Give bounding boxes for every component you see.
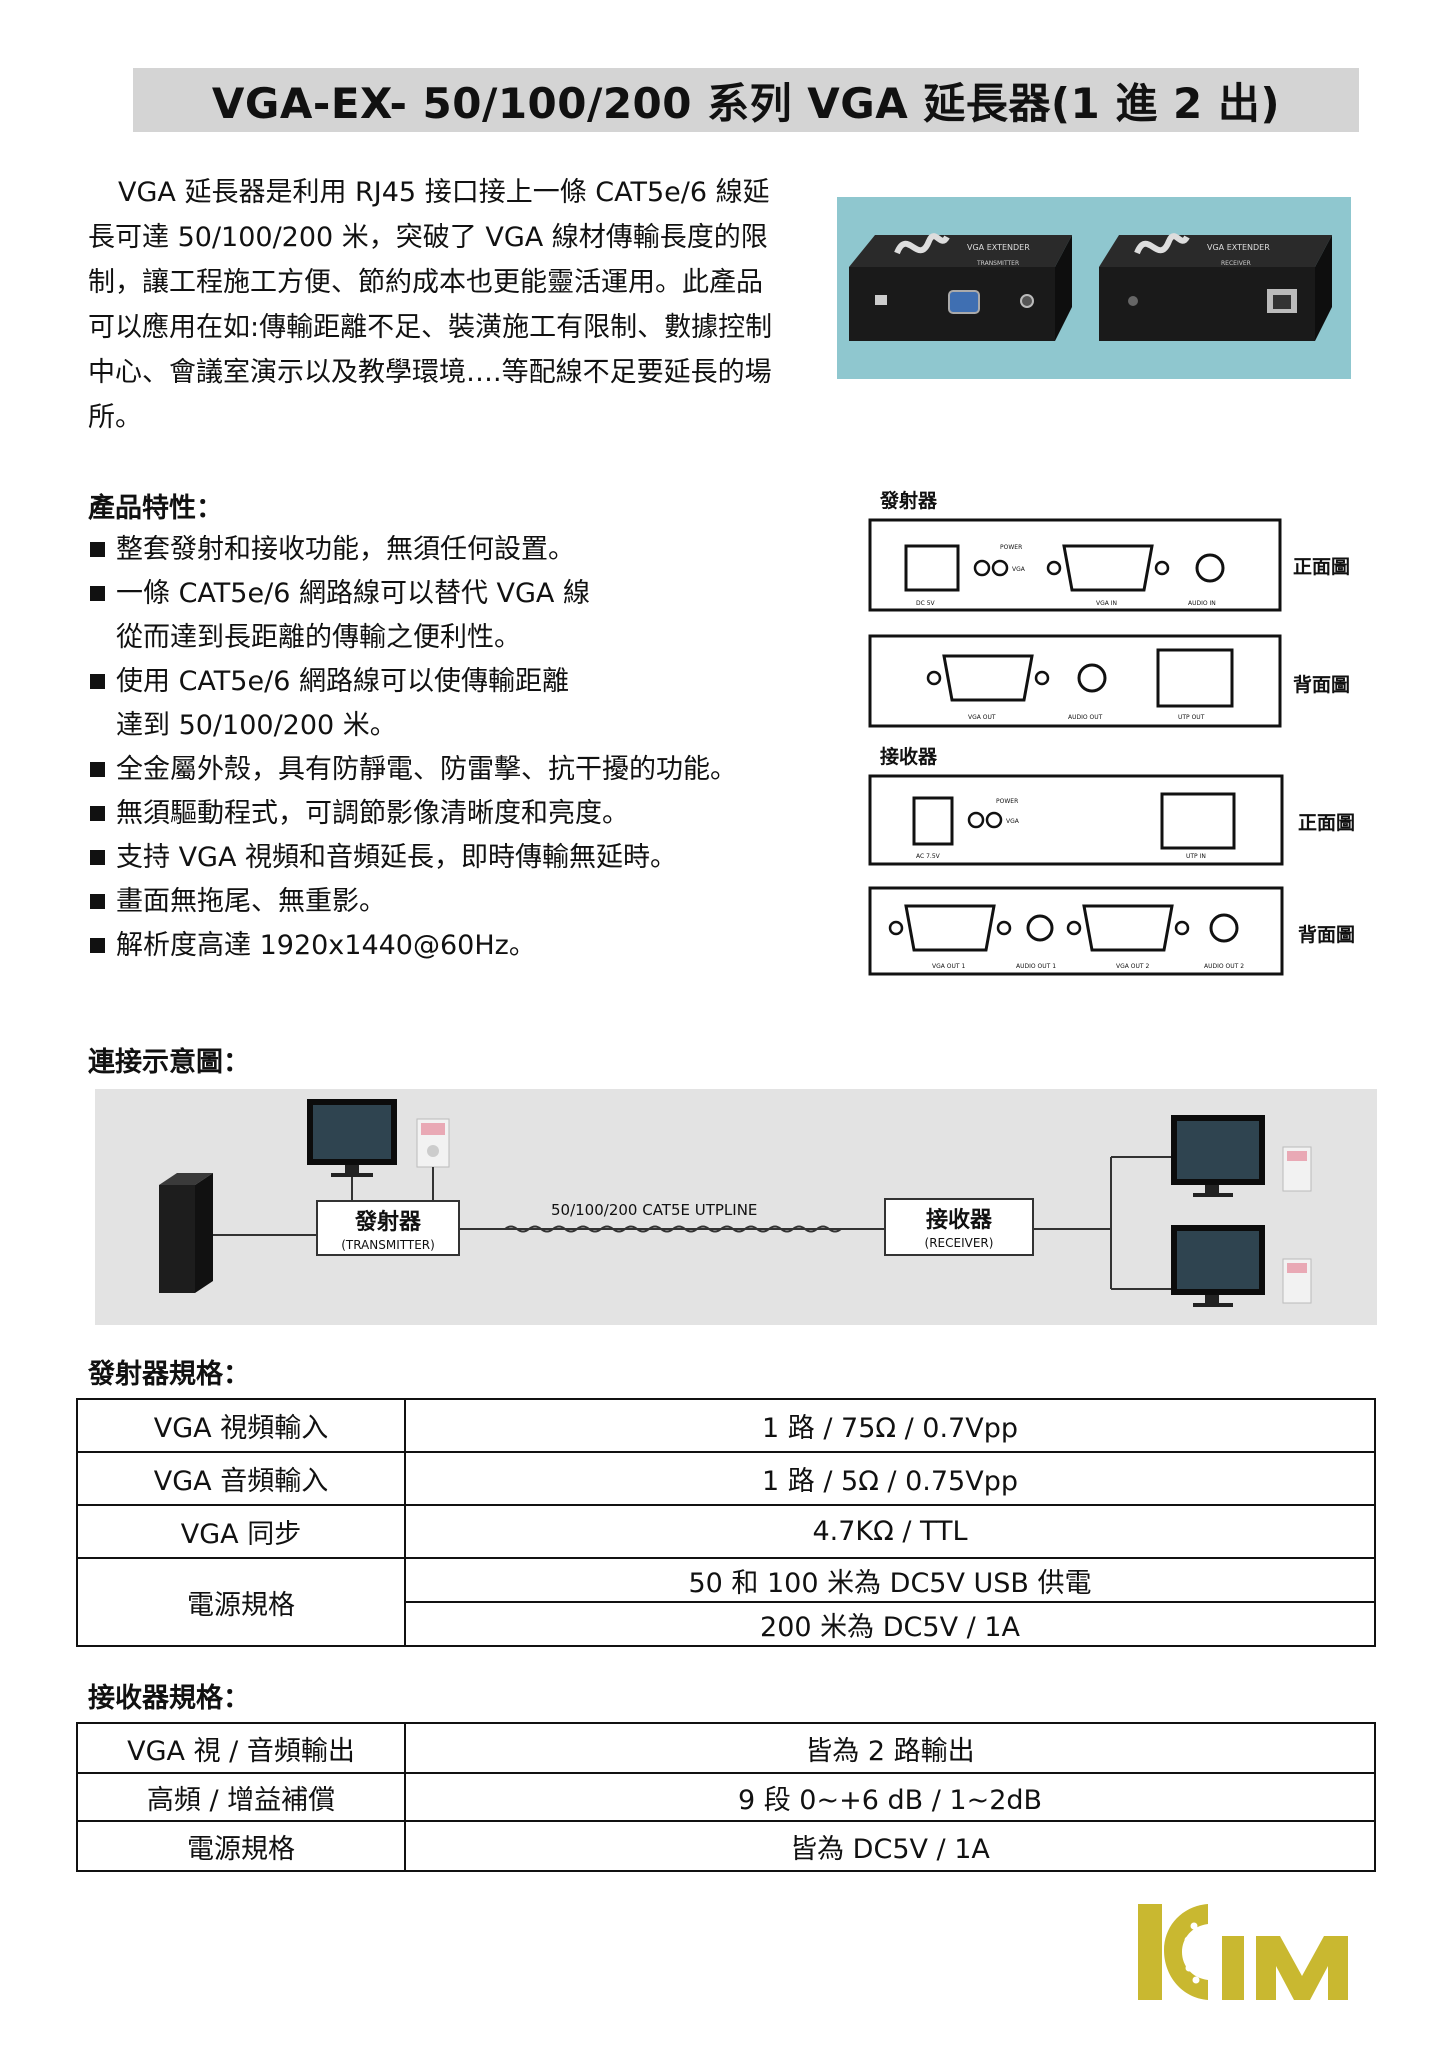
transmitter-sub-label: (TRANSMITTER) xyxy=(341,1238,435,1252)
unit2-label: VGA EXTENDER xyxy=(1207,243,1270,252)
ac-label: AC 7.5V xyxy=(916,853,941,860)
audio-port-icon xyxy=(1077,663,1107,693)
rx-back-view-label: 背面圖 xyxy=(1298,924,1356,946)
list-item: 解析度高達 1920x1440@60Hz。 xyxy=(88,924,828,968)
intro-paragraph: VGA 延長器是利用 RJ45 接口接上一條 CAT5e/6 線延長可達 50/… xyxy=(88,177,773,433)
rx-spec-heading: 接收器規格： xyxy=(88,1683,250,1714)
audio-out1-label: AUDIO OUT 1 xyxy=(1016,963,1056,970)
tx-back-view-label: 背面圖 xyxy=(1293,674,1351,696)
title-bar: VGA-EX- 50/100/200 系列 VGA 延長器(1 進 2 出) xyxy=(133,68,1359,132)
product-photo-drawing: VGA EXTENDER TRANSMITTER VGA EXTENDER RE… xyxy=(849,233,1332,341)
list-item: 整套發射和接收功能，無須任何設置。 xyxy=(88,528,828,572)
table-row: VGA 視 / 音頻輸出皆為 2 路輸出 xyxy=(76,1722,1376,1774)
utp-port-icon xyxy=(1160,792,1236,850)
list-item: 無須驅動程式，可調節影像清晰度和亮度。 xyxy=(88,792,828,836)
audio-port-icon xyxy=(1195,553,1225,583)
receiver-sub-label: (RECEIVER) xyxy=(925,1236,994,1250)
rx-front-panel xyxy=(868,774,1284,866)
power-label: POWER xyxy=(996,798,1018,805)
audio-port-icon xyxy=(1209,913,1239,943)
tx-back-panel xyxy=(868,634,1282,728)
vga-port-icon xyxy=(942,654,1034,702)
list-item: 畫面無拖尾、無重影。 xyxy=(88,880,828,924)
power-label: POWER xyxy=(1000,544,1022,551)
vga-in-label: VGA IN xyxy=(1096,600,1117,607)
led-icon xyxy=(991,559,1009,577)
dc-port-icon xyxy=(904,544,960,592)
vga-out1-label: VGA OUT 1 xyxy=(932,963,965,970)
vga-port-icon xyxy=(904,904,996,952)
audio-port-icon xyxy=(1026,914,1054,942)
table-row: 200 米為 DC5V / 1A xyxy=(77,1601,1376,1647)
cable-label: 50/100/200 CAT5E UTPLINE xyxy=(551,1201,757,1219)
utp-port-icon xyxy=(1156,648,1234,708)
kim-logo-graphic xyxy=(1138,1904,1348,2000)
tx-front-panel xyxy=(868,518,1282,612)
vga-out-label: VGA OUT xyxy=(968,714,996,721)
pc-icon xyxy=(159,1185,195,1293)
dc-label: DC 5V xyxy=(916,600,936,607)
led-icon xyxy=(967,811,985,829)
connection-heading: 連接示意圖： xyxy=(88,1047,250,1078)
vga-port-icon xyxy=(1062,544,1154,592)
features-heading: 產品特性： xyxy=(88,493,223,524)
tx-front-view-label: 正面圖 xyxy=(1293,556,1351,578)
transmitter-label: 發射器 xyxy=(354,1209,422,1235)
rx-front-view-label: 正面圖 xyxy=(1298,812,1356,834)
kim-logo xyxy=(1134,1896,1374,2006)
audio-in-label: AUDIO IN xyxy=(1188,600,1216,607)
list-item: 支持 VGA 視頻和音頻延長，即時傳輸無延時。 xyxy=(88,836,828,880)
audio-out2-label: AUDIO OUT 2 xyxy=(1204,963,1244,970)
unit1-label: VGA EXTENDER xyxy=(967,243,1030,252)
connection-diagram: 發射器 (TRANSMITTER) 50/100/200 CAT5E UTPLI… xyxy=(95,1089,1377,1325)
list-item: 使用 CAT5e/6 網路線可以使傳輸距離達到 50/100/200 米。 xyxy=(88,660,828,748)
product-photo: VGA EXTENDER TRANSMITTER VGA EXTENDER RE… xyxy=(837,197,1351,379)
tx-spec-heading: 發射器規格： xyxy=(88,1359,250,1390)
led-icon xyxy=(973,559,991,577)
receiver-box xyxy=(884,1198,1034,1256)
utp-in-label: UTP IN xyxy=(1186,853,1206,860)
features-list: 整套發射和接收功能，無須任何設置。 一條 CAT5e/6 網路線可以替代 VGA… xyxy=(88,528,828,968)
utp-out-label: UTP OUT xyxy=(1178,714,1205,721)
receiver-panel-label: 接收器 xyxy=(880,746,938,768)
list-item: 全金屬外殼，具有防靜電、防雷擊、抗干擾的功能。 xyxy=(88,748,828,792)
connection-diagram-drawing: 發射器 (TRANSMITTER) 50/100/200 CAT5E UTPLI… xyxy=(159,1099,1312,1307)
unit2-sub: RECEIVER xyxy=(1221,260,1251,267)
transmitter-panel-label: 發射器 xyxy=(880,490,938,512)
page-title: VGA-EX- 50/100/200 系列 VGA 延長器(1 進 2 出) xyxy=(211,78,1281,128)
panel-drawings: POWER VGA DC 5V VGA IN AUDIO IN VGA OUT … xyxy=(868,518,1284,976)
vga-port-icon xyxy=(1082,904,1174,952)
unit1-sub: TRANSMITTER xyxy=(976,260,1019,267)
dc-port-icon xyxy=(912,796,954,846)
vga-led-label: VGA xyxy=(1012,566,1026,573)
vga-led-label: VGA xyxy=(1006,818,1020,825)
vga-out2-label: VGA OUT 2 xyxy=(1116,963,1149,970)
intro-text: VGA 延長器是利用 RJ45 接口接上一條 CAT5e/6 線延長可達 50/… xyxy=(88,170,788,440)
audio-out-label: AUDIO OUT xyxy=(1068,714,1103,721)
receiver-label: 接收器 xyxy=(926,1207,993,1233)
table-row: 電源規格皆為 DC5V / 1A xyxy=(76,1820,1376,1872)
rx-back-panel xyxy=(868,886,1284,976)
list-item: 一條 CAT5e/6 網路線可以替代 VGA 線從而達到長距離的傳輸之便利性。 xyxy=(88,572,828,660)
led-icon xyxy=(985,811,1003,829)
